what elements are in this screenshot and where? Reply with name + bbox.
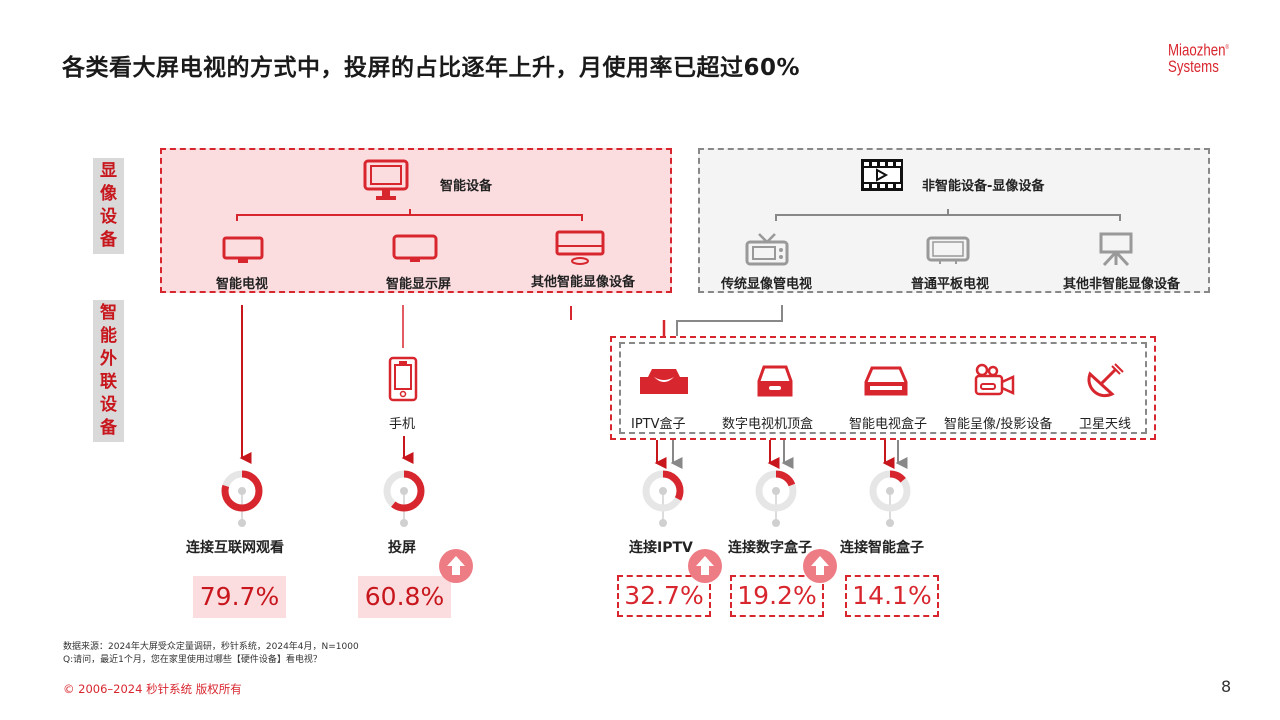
rising-up-arrow-icon: [688, 549, 722, 583]
non-smart-devices-title: 非智能设备-显像设备: [922, 179, 1045, 194]
survey-question-note: Q:请问，最近1个月，您在家里使用过哪些【硬件设备】看电视？: [63, 655, 322, 665]
tv-icon: [222, 236, 264, 263]
donut-stem-dot: [772, 519, 780, 527]
donut-center-dot: [886, 487, 894, 495]
smart-item-label: 其他智能显像设备: [531, 275, 636, 290]
donut-center-dot: [238, 487, 246, 495]
donut-stem-dot: [659, 519, 667, 527]
side-label-char: 显: [100, 161, 117, 181]
donut-value-arc: [755, 470, 797, 512]
flat-tv-icon: [926, 236, 970, 264]
side-label-char: 备: [100, 230, 117, 250]
category-label: 连接IPTV: [629, 540, 693, 556]
donut-stem-dot: [886, 519, 894, 527]
donut-center-dot: [400, 487, 408, 495]
external-item-label: 智能电视盒子: [849, 417, 928, 432]
line-gray-into-external: [676, 305, 783, 336]
iptv-box-icon: [640, 369, 688, 394]
donut-center-dot: [772, 487, 780, 495]
smart-devices-title: 智能设备: [440, 179, 493, 194]
side-label-char: 像: [100, 184, 117, 204]
side-label-char: 外: [100, 349, 117, 369]
film-icon: [861, 159, 903, 191]
phone-label: 手机: [389, 417, 416, 432]
logo: Miaozhen® Systems: [1168, 40, 1229, 76]
smart-devices-group: [160, 148, 672, 293]
side-label-char: 设: [100, 395, 117, 415]
side-label-external: 智能外联设备: [93, 300, 124, 442]
side-label-char: 能: [100, 326, 117, 346]
rising-up-arrow-icon: [439, 549, 473, 583]
donut-value-arc: [383, 470, 425, 512]
smart-item-label: 智能电视: [216, 277, 269, 292]
external-item-label: 数字电视机顶盒: [722, 417, 814, 432]
donut-value-arc: [869, 470, 911, 512]
donut-4: [869, 470, 911, 527]
non-smart-item-label: 其他非智能显像设备: [1063, 277, 1181, 292]
non-smart-devices-group: [698, 148, 1210, 293]
settop-box-icon: [757, 365, 793, 397]
external-devices-inner-border: [619, 342, 1147, 434]
external-item-label: 智能呈像/投影设备: [944, 417, 1053, 432]
monitor-icon: [363, 159, 409, 200]
donut-stem-dot: [238, 519, 246, 527]
value-label: 60.8%: [358, 576, 451, 618]
value-label: 19.2%: [730, 575, 824, 617]
external-devices-group: [610, 336, 1156, 440]
side-label-char: 联: [100, 372, 117, 392]
smart-item-label: 智能显示屏: [386, 277, 452, 292]
external-item-label: IPTV盒子: [631, 417, 686, 432]
phone-icon: [388, 356, 418, 402]
logo-line-2: Systems: [1168, 56, 1219, 76]
side-label-display-text: 显像设备: [93, 160, 124, 252]
logo-registered-mark: ®: [1225, 45, 1229, 51]
donut-value-arc: [642, 470, 684, 512]
donut-center-dot: [659, 487, 667, 495]
donut-1: [383, 470, 425, 527]
rising-up-arrow-icon: [803, 549, 837, 583]
smart-box-icon: [864, 366, 908, 396]
side-label-char: 智: [100, 303, 117, 323]
side-label-display: 显像设备: [93, 158, 124, 254]
donut-0: [221, 470, 263, 527]
page-title: 各类看大屏电视的方式中，投屏的占比逐年上升，月使用率已超过60%: [62, 55, 801, 81]
side-label-external-text: 智能外联设备: [93, 302, 124, 440]
category-label: 投屏: [388, 540, 416, 556]
non-smart-item-label: 传统显像管电视: [721, 277, 813, 292]
side-label-char: 备: [100, 418, 117, 438]
external-item-label: 卫星天线: [1079, 417, 1132, 432]
page-number: 8: [1221, 677, 1232, 696]
category-label: 连接互联网观看: [186, 540, 284, 556]
donut-stem-dot: [400, 519, 408, 527]
value-label: 32.7%: [617, 575, 711, 617]
satellite-dish-icon: [1087, 363, 1124, 398]
crt-tv-icon: [745, 233, 789, 266]
logo-line-1: Miaozhen: [1168, 40, 1226, 60]
value-label: 14.1%: [845, 575, 939, 617]
smart-tree-connector: [236, 209, 583, 221]
video-camera-icon: [974, 363, 1015, 396]
value-label: 79.7%: [193, 576, 286, 618]
donut-2: [642, 470, 684, 527]
category-label: 连接智能盒子: [840, 540, 924, 556]
non-smart-item-label: 普通平板电视: [911, 277, 990, 292]
data-source-note: 数据来源：2024年大屏受众定量调研，秒针系统，2024年4月，N=1000: [63, 642, 359, 652]
projector-screen-icon: [555, 230, 605, 265]
projector-stand-icon: [1099, 232, 1133, 267]
copyright: © 2006–2024 秒针系统 版权所有: [63, 682, 242, 696]
category-label: 连接数字盒子: [728, 540, 812, 556]
side-label-char: 设: [100, 207, 117, 227]
donut-3: [755, 470, 797, 527]
non-smart-tree-connector: [775, 209, 1121, 221]
donut-value-arc: [221, 470, 263, 512]
display-icon: [392, 234, 438, 262]
